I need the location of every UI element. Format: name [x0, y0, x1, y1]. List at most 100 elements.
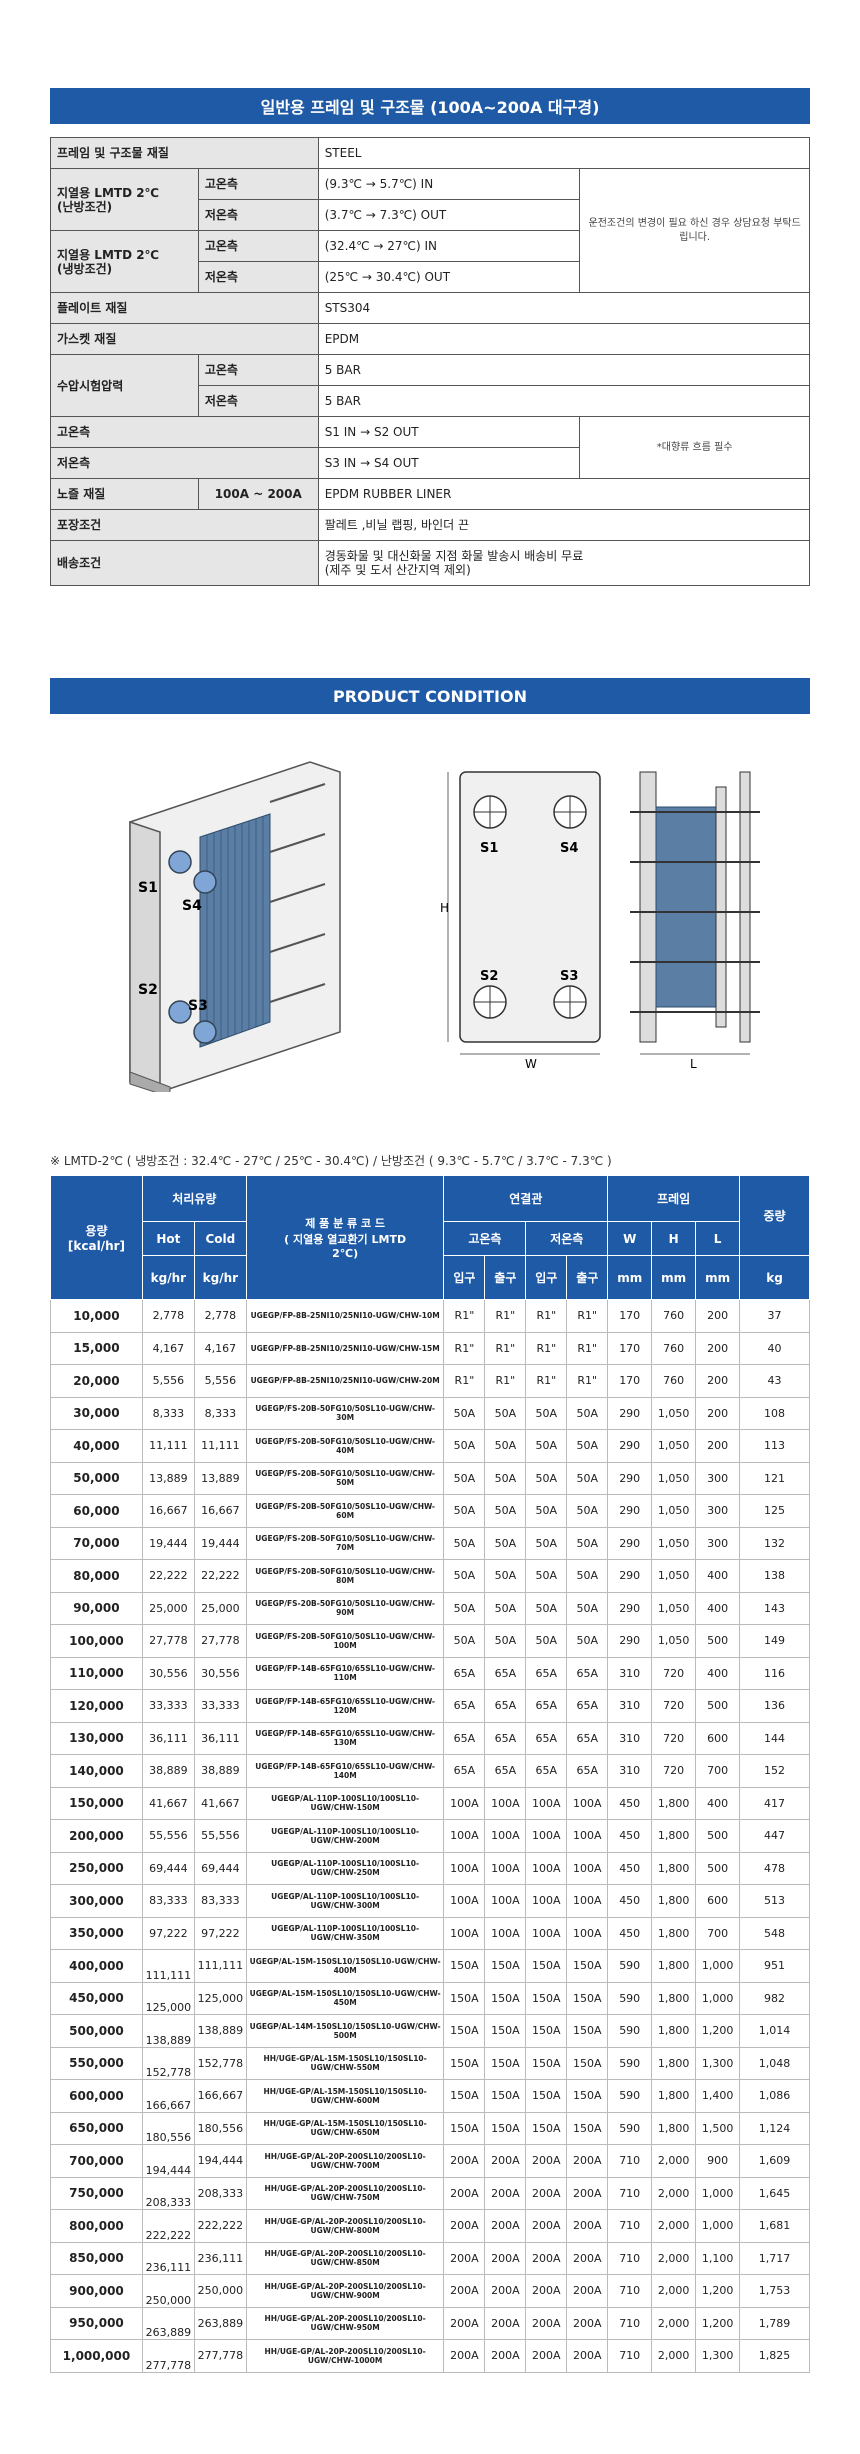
- cell-hot-flow: 30,556: [141, 1656, 195, 1690]
- cell-frame-h: 2,000: [651, 2176, 697, 2210]
- spec-sublabel: 저온측: [197, 199, 319, 231]
- cell-hot-in: 100A: [443, 1819, 486, 1853]
- cell-hot-flow: 38,889: [141, 1754, 195, 1788]
- cell-product-code: UGEGP/AL-15M-150SL10/150SL10-UGW/CHW-400…: [245, 1949, 445, 1983]
- cell-cold-in: 100A: [525, 1851, 568, 1885]
- spec-row-cold-side: 저온측 S3 IN → S4 OUT: [50, 447, 810, 479]
- cell-capacity: 70,000: [50, 1526, 143, 1560]
- spec-label: 지열용 LMTD 2℃ (냉방조건): [50, 230, 199, 293]
- cell-hot-in: 65A: [443, 1721, 486, 1755]
- cell-frame-h: 1,050: [651, 1624, 697, 1658]
- cell-weight: 1,753: [739, 2274, 810, 2308]
- cell-hot-out: 200A: [484, 2176, 527, 2210]
- cell-hot-flow: 13,889: [141, 1461, 195, 1495]
- cell-frame-w: 450: [607, 1916, 653, 1950]
- cell-cold-in: 50A: [525, 1559, 568, 1593]
- cell-frame-l: 200: [695, 1331, 741, 1365]
- lmtd-note: ※ LMTD-2℃ ( 냉방조건 : 32.4℃ - 27℃ / 25℃ - 3…: [50, 1154, 612, 1168]
- cell-frame-l: 500: [695, 1851, 741, 1885]
- cell-cold-flow: 2,778: [193, 1299, 247, 1333]
- spec-value: (3.7℃ → 7.3℃) OUT: [317, 199, 581, 231]
- cell-frame-h: 2,000: [651, 2306, 697, 2340]
- spec-row-pressure-hot: 수압시험압력 고온측 5 BAR: [50, 354, 811, 417]
- cell-weight: 40: [739, 1331, 810, 1365]
- cell-hot-in: 150A: [443, 1981, 486, 2015]
- cell-frame-h: 1,050: [651, 1429, 697, 1463]
- cell-weight: 1,789: [739, 2306, 810, 2340]
- cell-hot-in: 100A: [443, 1786, 486, 1820]
- cell-product-code: UGEGP/FP-14B-65FG10/65SL10-UGW/CHW-110M: [245, 1656, 445, 1690]
- cell-frame-h: 720: [651, 1656, 697, 1690]
- spec-row-heat-hot: 지열용 LMTD 2℃ (난방조건) 고온측 (9.3℃ → 5.7℃) IN …: [50, 168, 810, 293]
- cell-cold-in: R1": [525, 1331, 568, 1365]
- cell-frame-w: 450: [607, 1819, 653, 1853]
- cell-product-code: UGEGP/FS-20B-50FG10/50SL10-UGW/CHW-40M: [245, 1429, 445, 1463]
- cell-cold-out: 65A: [566, 1689, 609, 1723]
- cell-weight: 548: [739, 1916, 810, 1950]
- cell-product-code: UGEGP/AL-110P-100SL10/100SL10-UGW/CHW-35…: [245, 1916, 445, 1950]
- cell-capacity: 400,000: [50, 1949, 143, 1983]
- cell-weight: 982: [739, 1981, 810, 2015]
- cell-hot-out: 150A: [484, 2014, 527, 2048]
- spec-row-cool-cold: 저온측 (25℃ → 30.4℃) OUT: [51, 261, 810, 293]
- cell-cold-out: 50A: [566, 1429, 609, 1463]
- cell-hot-in: R1": [443, 1299, 486, 1333]
- cell-product-code: UGEGP/FS-20B-50FG10/50SL10-UGW/CHW-50M: [245, 1461, 445, 1495]
- spec-row-heat-cold: 저온측 (3.7℃ → 7.3℃) OUT: [51, 199, 810, 231]
- cell-hot-out: 200A: [484, 2144, 527, 2178]
- cell-hot-in: 150A: [443, 2079, 486, 2113]
- cell-hot-flow: 27,778: [141, 1624, 195, 1658]
- header-in-hot: 입구: [443, 1255, 486, 1300]
- cell-hot-flow: 97,222: [141, 1916, 195, 1950]
- spec-value: (25℃ → 30.4℃) OUT: [317, 261, 581, 293]
- spec-label: 배송조건: [50, 540, 319, 586]
- cell-capacity: 80,000: [50, 1559, 143, 1593]
- cell-weight: 1,681: [739, 2209, 810, 2243]
- header-cold: Cold: [193, 1221, 247, 1256]
- cell-capacity: 140,000: [50, 1754, 143, 1788]
- cell-weight: 149: [739, 1624, 810, 1658]
- cell-cold-out: 100A: [566, 1851, 609, 1885]
- cell-weight: 1,717: [739, 2241, 810, 2275]
- cell-cold-in: 65A: [525, 1656, 568, 1690]
- cell-product-code: HH/UGE-GP/AL-20P-200SL10/200SL10-UGW/CHW…: [245, 2274, 445, 2308]
- cell-cold-out: R1": [566, 1299, 609, 1333]
- cell-frame-w: 450: [607, 1884, 653, 1918]
- cell-cold-out: 200A: [566, 2306, 609, 2340]
- cell-weight: 1,086: [739, 2079, 810, 2113]
- heat-exchanger-isometric-figure: S1 S4 S2 S3: [129, 761, 341, 1092]
- cell-hot-out: R1": [484, 1299, 527, 1333]
- header-weight: 중량: [739, 1175, 810, 1256]
- cell-product-code: HH/UGE-GP/AL-20P-200SL10/200SL10-UGW/CHW…: [245, 2209, 445, 2243]
- cell-cold-in: 200A: [525, 2209, 568, 2243]
- cell-cold-out: 65A: [566, 1754, 609, 1788]
- cell-cold-in: 100A: [525, 1786, 568, 1820]
- cell-hot-flow: 2,778: [141, 1299, 195, 1333]
- cell-frame-l: 200: [695, 1364, 741, 1398]
- cell-frame-l: 300: [695, 1526, 741, 1560]
- cell-weight: 143: [739, 1591, 810, 1625]
- cell-hot-out: 65A: [484, 1689, 527, 1723]
- spec-sublabel: 고온측: [197, 354, 319, 386]
- cell-hot-in: 200A: [443, 2209, 486, 2243]
- header-unit-l: mm: [695, 1255, 741, 1300]
- header-unit-hot: kg/hr: [141, 1255, 195, 1300]
- cell-frame-w: 310: [607, 1754, 653, 1788]
- cell-frame-w: 310: [607, 1721, 653, 1755]
- cell-cold-flow: 38,889: [193, 1754, 247, 1788]
- cell-cold-flow: 13,889: [193, 1461, 247, 1495]
- cell-frame-h: 1,800: [651, 1981, 697, 2015]
- cell-cold-flow: 30,556: [193, 1656, 247, 1690]
- spec-row-hot-side: 고온측 S1 IN → S2 OUT *대향류 흐름 필수: [50, 416, 810, 479]
- spec-row-frame: 프레임 및 구조물 재질 STEEL: [50, 137, 811, 169]
